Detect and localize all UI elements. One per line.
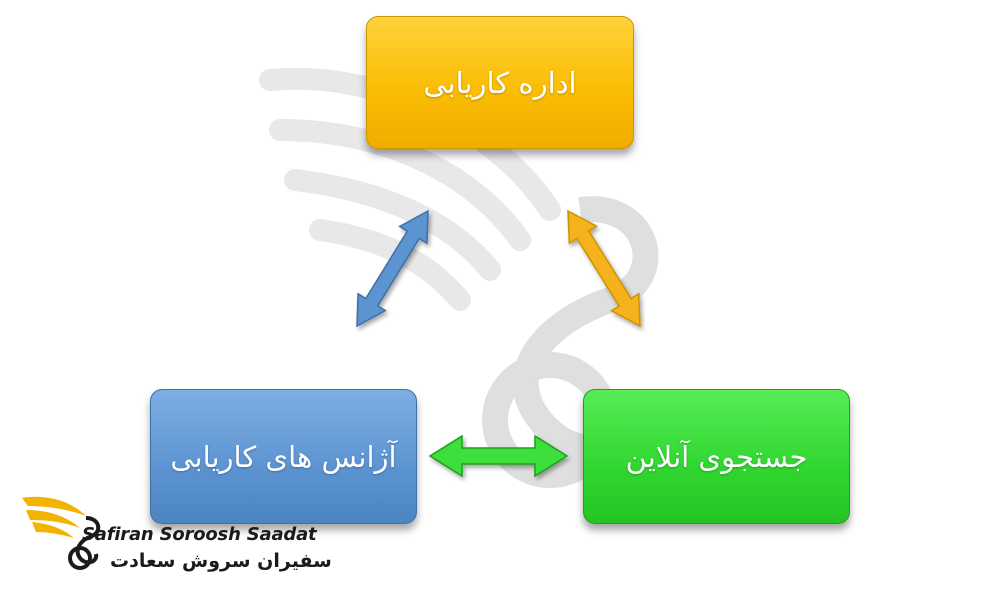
node-job-office: اداره کاریابی (366, 16, 634, 149)
arrow-top-right (567, 209, 641, 328)
arrow-left-top (356, 209, 429, 328)
arrow-left-right (428, 434, 569, 478)
logo-text-en: Safiran Soroosh Saadat (82, 524, 317, 545)
wing-logo-icon (22, 496, 101, 570)
company-logo: Safiran Soroosh Saadat سفیران سروش سعادت (20, 492, 332, 587)
logo-text-fa: سفیران سروش سعادت (110, 550, 332, 572)
node-employment-agencies: آژانس های کاریابی (150, 389, 417, 524)
node-employment-agencies-label: آژانس های کاریابی (170, 439, 397, 474)
node-online-search: جستجوی آنلاین (583, 389, 850, 524)
node-online-search-label: جستجوی آنلاین (625, 439, 808, 474)
node-job-office-label: اداره کاریابی (423, 65, 577, 100)
